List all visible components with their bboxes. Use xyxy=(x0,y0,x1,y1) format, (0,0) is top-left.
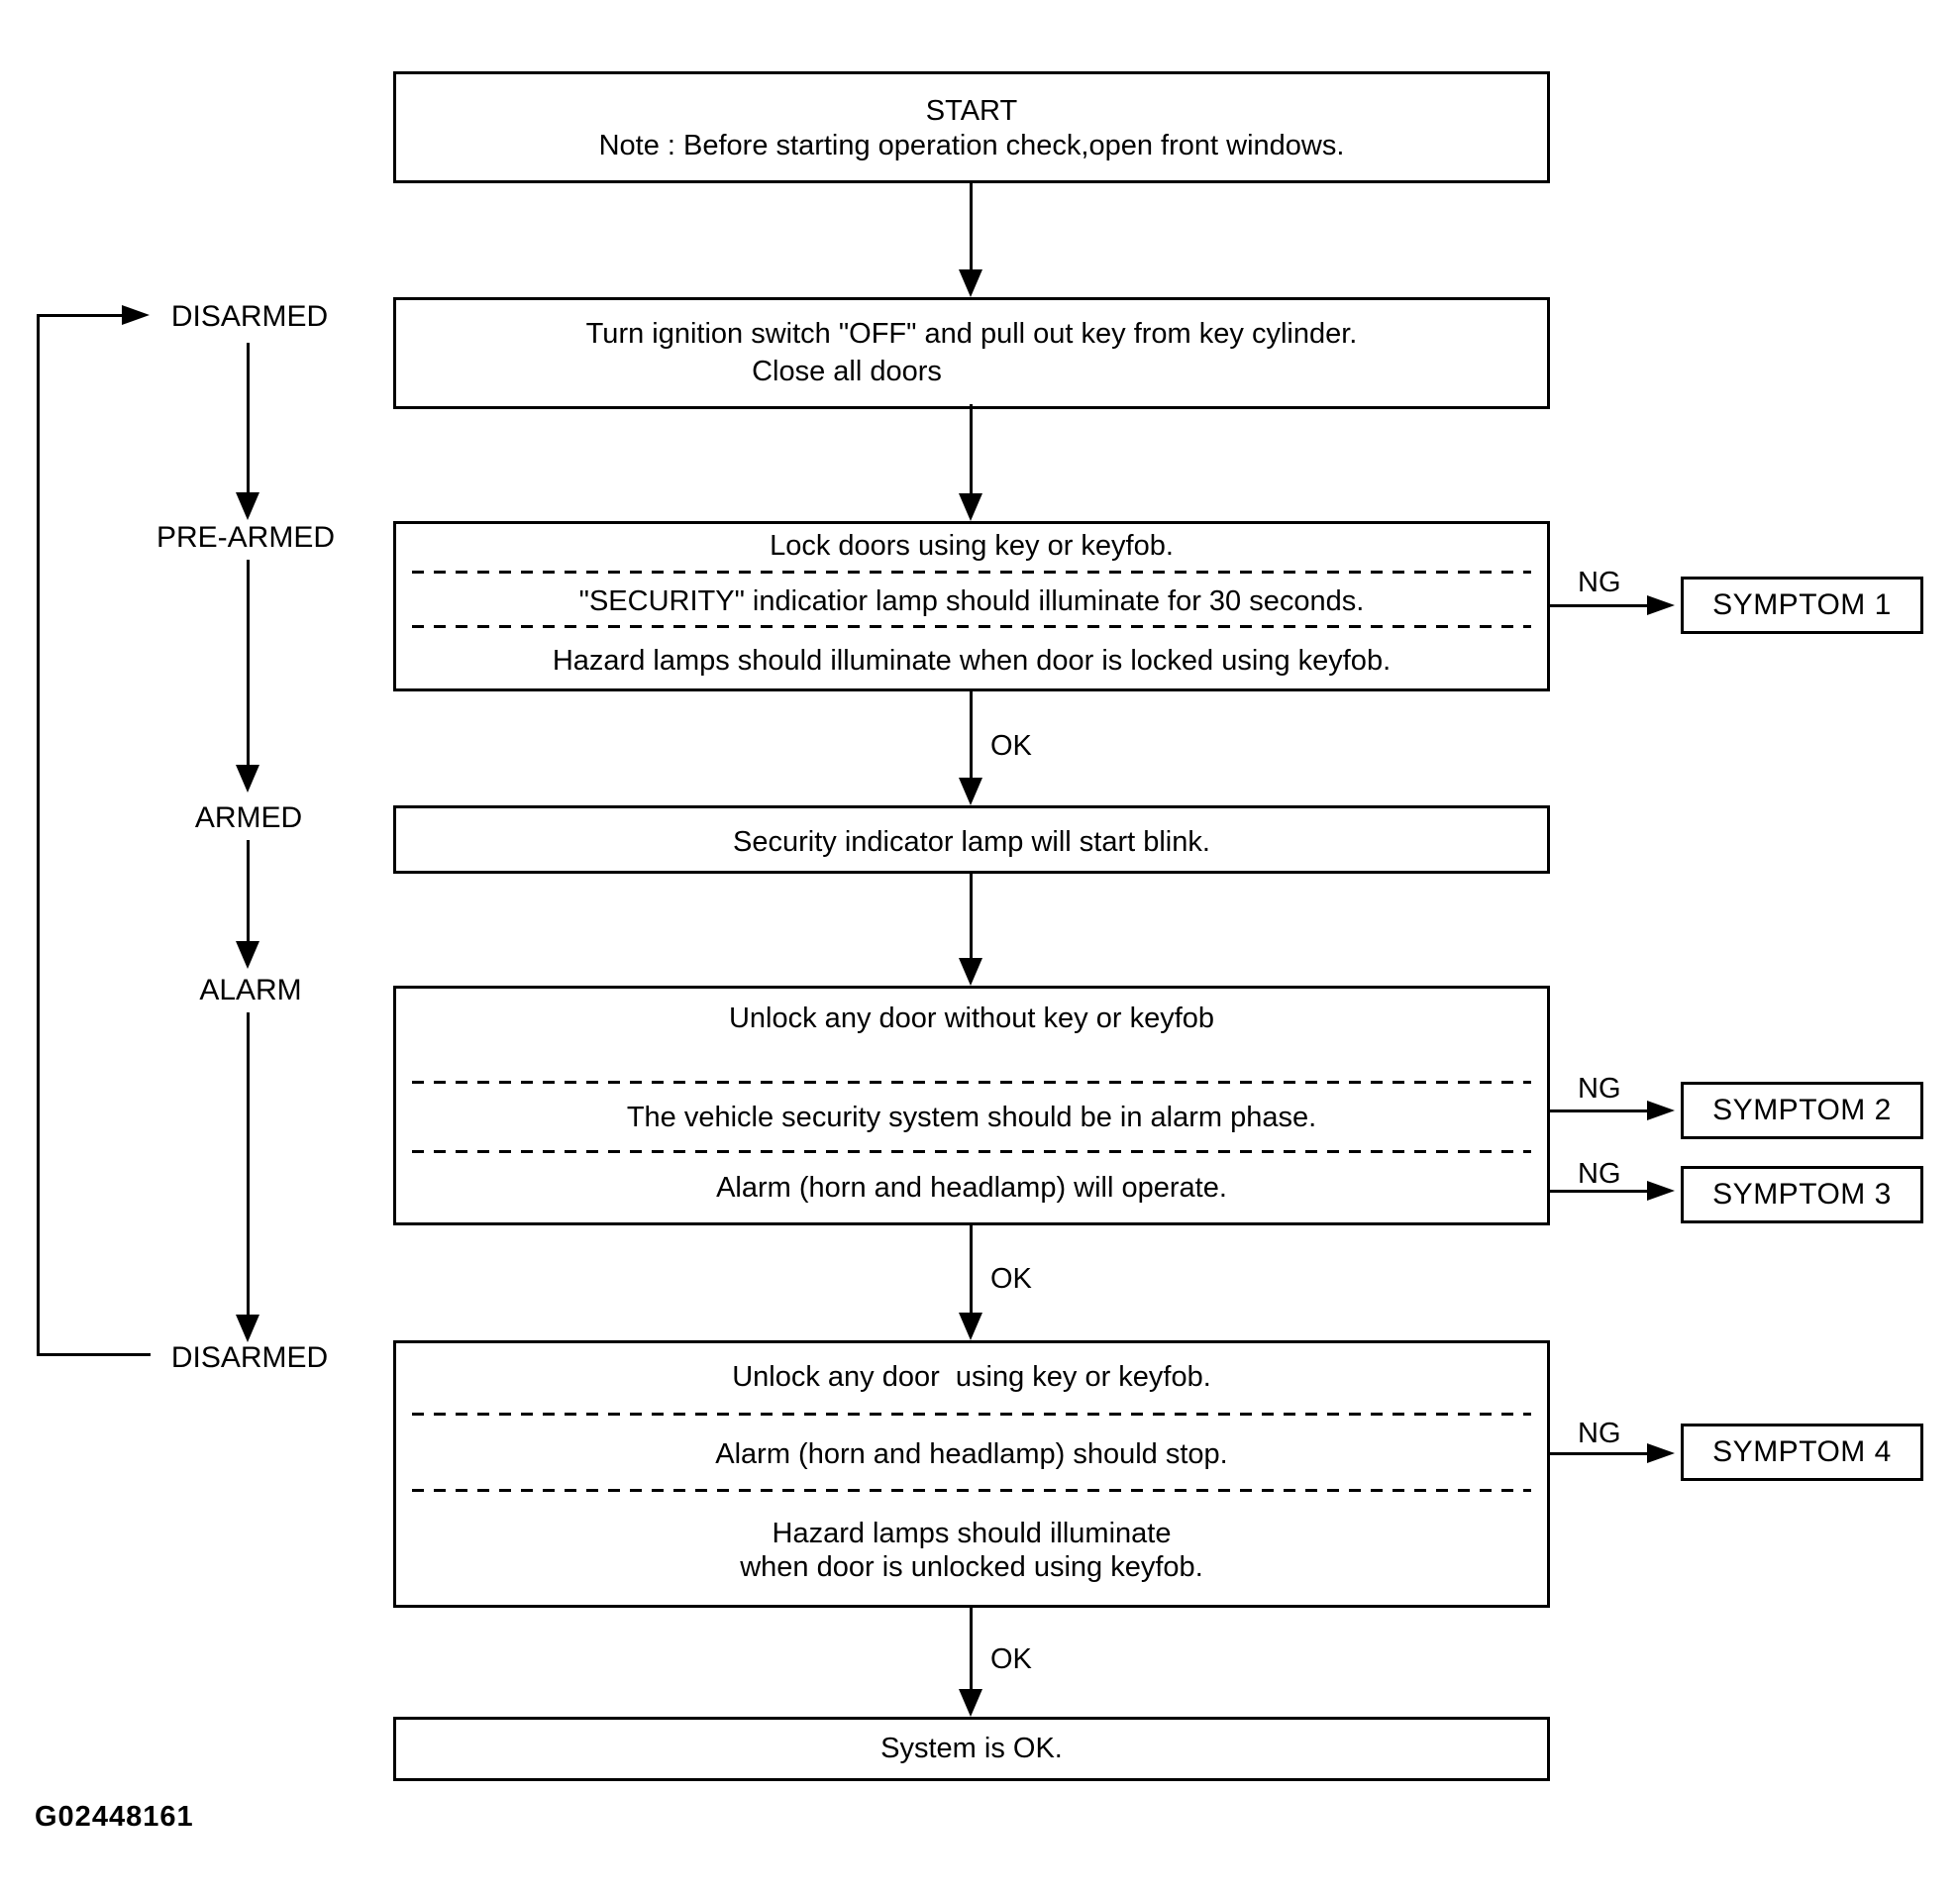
disarm-check-row3-line1: Hazard lamps should illuminate xyxy=(772,1518,1172,1549)
dashed-divider xyxy=(412,1413,1531,1416)
dashed-divider xyxy=(412,1489,1531,1492)
arrow-line-ng-symptom1 xyxy=(1550,604,1649,607)
dashed-divider xyxy=(412,571,1531,574)
arrow-head-start-to-ignition xyxy=(959,269,982,297)
ng-label-3: NG xyxy=(1578,1158,1621,1190)
dashed-divider xyxy=(412,1150,1531,1153)
disarm-check-row1: Unlock any door using key or keyfob. xyxy=(732,1361,1211,1393)
symptom-3-label: SYMPTOM 3 xyxy=(1712,1178,1892,1211)
arrow-head-lock-to-blink xyxy=(959,778,982,805)
alarm-check-box: Unlock any door without key or keyfob Th… xyxy=(393,986,1550,1225)
symptom-2-box: SYMPTOM 2 xyxy=(1681,1082,1923,1139)
symptom-2-label: SYMPTOM 2 xyxy=(1712,1094,1892,1126)
lock-check-row3: Hazard lamps should illuminate when door… xyxy=(552,645,1392,677)
arrow-head-prearmed-to-armed xyxy=(236,765,259,792)
ok-label-2: OK xyxy=(990,1263,1032,1295)
arrow-line-armed-to-alarm xyxy=(247,840,250,942)
indicator-blink-text: Security indicator lamp will start blink… xyxy=(733,826,1210,858)
arrow-head-alarm-to-disarmed xyxy=(236,1315,259,1342)
arrow-head-ng-symptom3 xyxy=(1647,1181,1675,1201)
disarm-check-row2: Alarm (horn and headlamp) should stop. xyxy=(715,1438,1228,1470)
arrow-line-alarm-to-disarmed xyxy=(247,1012,250,1316)
start-note: Note : Before starting operation check,o… xyxy=(598,130,1345,161)
lock-check-row2: "SECURITY" indicatior lamp should illumi… xyxy=(578,585,1365,617)
state-disarmed-bottom: DISARMED xyxy=(170,1341,329,1374)
ng-label-1: NG xyxy=(1578,567,1621,598)
indicator-blink-box: Security indicator lamp will start blink… xyxy=(393,805,1550,874)
ng-label-4: NG xyxy=(1578,1418,1621,1449)
start-box: START Note : Before starting operation c… xyxy=(393,71,1550,183)
loopback-top-line xyxy=(37,314,124,317)
arrow-line-disarm-to-systemok xyxy=(970,1608,973,1691)
arrow-head-loopback-to-disarmed xyxy=(122,305,150,325)
arrow-head-alarm-to-disarm xyxy=(959,1313,982,1340)
symptom-1-label: SYMPTOM 1 xyxy=(1712,588,1892,621)
arrow-line-prearmed-to-armed xyxy=(247,560,250,766)
symptom-1-box: SYMPTOM 1 xyxy=(1681,577,1923,634)
loopback-vertical-line xyxy=(37,314,40,1356)
arrow-line-ng-symptom2 xyxy=(1550,1109,1649,1112)
arrow-head-armed-to-alarm xyxy=(236,941,259,969)
arrow-line-lock-to-blink xyxy=(970,691,973,780)
disarm-check-box: Unlock any door using key or keyfob. Ala… xyxy=(393,1340,1550,1608)
lock-check-box: Lock doors using key or keyfob. "SECURIT… xyxy=(393,521,1550,691)
symptom-4-label: SYMPTOM 4 xyxy=(1712,1435,1892,1468)
ok-label-3: OK xyxy=(990,1643,1032,1675)
system-ok-text: System is OK. xyxy=(880,1733,1063,1764)
state-alarm: ALARM xyxy=(199,974,302,1006)
ignition-line2: Close all doors xyxy=(752,356,942,387)
arrow-head-blink-to-alarm xyxy=(959,958,982,986)
start-title: START xyxy=(925,95,1018,127)
ok-label-1: OK xyxy=(990,730,1032,762)
disarm-check-row3-line2: when door is unlocked using keyfob. xyxy=(740,1551,1203,1583)
symptom-3-box: SYMPTOM 3 xyxy=(1681,1166,1923,1223)
lock-check-row1: Lock doors using key or keyfob. xyxy=(770,530,1174,562)
arrow-line-start-to-ignition xyxy=(970,183,973,271)
arrow-head-ignition-to-lock xyxy=(959,493,982,521)
arrow-head-ng-symptom2 xyxy=(1647,1101,1675,1120)
dashed-divider xyxy=(412,625,1531,628)
figure-code: G02448161 xyxy=(35,1801,194,1833)
arrow-line-ng-symptom3 xyxy=(1550,1190,1649,1193)
alarm-check-row3: Alarm (horn and headlamp) will operate. xyxy=(716,1172,1227,1204)
arrow-head-ng-symptom1 xyxy=(1647,595,1675,615)
state-armed: ARMED xyxy=(194,801,303,834)
arrow-head-disarmed-to-prearmed xyxy=(236,492,259,520)
loopback-bottom-line xyxy=(37,1353,151,1356)
ng-label-2: NG xyxy=(1578,1073,1621,1105)
state-disarmed-top: DISARMED xyxy=(170,300,329,333)
symptom-4-box: SYMPTOM 4 xyxy=(1681,1424,1923,1481)
arrow-head-disarm-to-systemok xyxy=(959,1689,982,1717)
arrow-line-ng-symptom4 xyxy=(1550,1452,1649,1455)
dashed-divider xyxy=(412,1081,1531,1084)
arrow-line-disarmed-to-prearmed xyxy=(247,343,250,493)
alarm-check-row1: Unlock any door without key or keyfob xyxy=(728,1003,1215,1034)
ignition-box: Turn ignition switch "OFF" and pull out … xyxy=(393,297,1550,409)
arrow-line-ignition-to-lock xyxy=(970,404,973,495)
ignition-line1: Turn ignition switch "OFF" and pull out … xyxy=(585,318,1358,350)
arrow-line-blink-to-alarm xyxy=(970,874,973,960)
arrow-line-alarm-to-disarm xyxy=(970,1225,973,1315)
arrow-head-ng-symptom4 xyxy=(1647,1443,1675,1463)
system-ok-box: System is OK. xyxy=(393,1717,1550,1781)
state-pre-armed: PRE-ARMED xyxy=(155,521,335,554)
alarm-check-row2: The vehicle security system should be in… xyxy=(626,1102,1317,1133)
